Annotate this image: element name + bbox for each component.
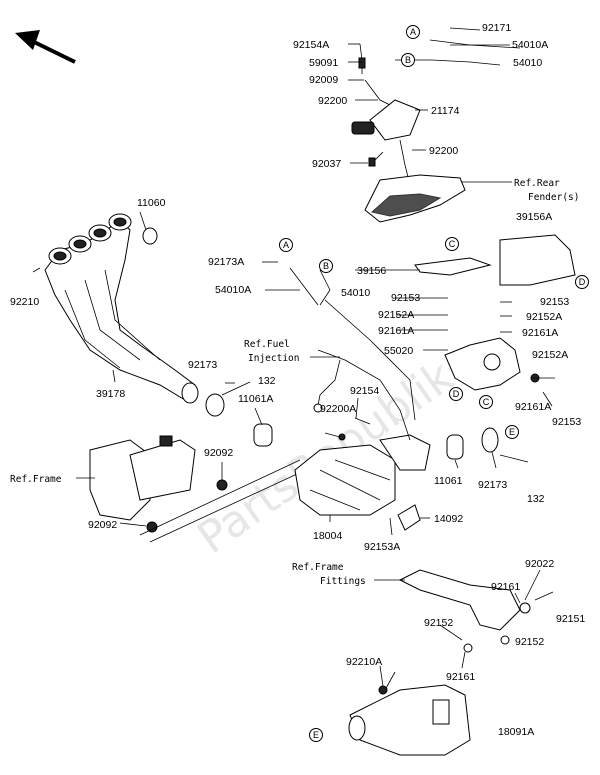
- svg-text:A: A: [283, 240, 289, 250]
- label-39178: 39178: [96, 388, 125, 400]
- label-54010-mid: 54010: [341, 287, 370, 299]
- label-92153A: 92153A: [364, 541, 400, 553]
- label-92161-b: 92161: [446, 671, 475, 683]
- svg-text:A: A: [410, 27, 416, 37]
- label-92161A-b: 92161A: [522, 327, 558, 339]
- svg-text:C: C: [449, 239, 456, 249]
- ref-frame-fittings-line2: Fittings: [320, 576, 366, 587]
- label-92151: 92151: [556, 613, 585, 625]
- label-92161A-a: 92161A: [378, 325, 414, 337]
- label-14092: 14092: [434, 513, 463, 525]
- svg-text:E: E: [509, 427, 515, 437]
- gasket-11061: [446, 434, 464, 460]
- clamp-92173-right: [481, 427, 529, 463]
- svg-text:B: B: [323, 261, 329, 271]
- callout-E-right: E: [505, 425, 519, 439]
- ref-fuel-line2: Injection: [248, 353, 299, 364]
- label-92200A: 92200A: [320, 403, 356, 415]
- label-92037: 92037: [312, 158, 341, 170]
- exhaust-header-pipes: [44, 213, 199, 404]
- callout-E-bottom: E: [309, 728, 323, 742]
- cover-14092: [397, 504, 421, 531]
- label-92200-top: 92200: [318, 95, 347, 107]
- label-92171: 92171: [482, 22, 511, 34]
- svg-text:B: B: [405, 55, 411, 65]
- label-92153-c: 92153: [552, 416, 581, 428]
- label-92152A-b: 92152A: [526, 311, 562, 323]
- label-39156: 39156: [357, 265, 386, 277]
- label-92154: 92154: [350, 385, 379, 397]
- label-11061: 11061: [434, 475, 463, 487]
- gasket-11061A: [253, 423, 273, 447]
- label-11061A: 11061A: [238, 393, 273, 405]
- heat-shield-39156: [414, 257, 492, 276]
- label-92152A-a: 92152A: [378, 309, 414, 321]
- label-92173-b: 92173: [478, 479, 507, 491]
- callout-C-mid: C: [445, 237, 459, 251]
- label-11060: 11060: [137, 197, 166, 209]
- label-92173-a: 92173: [188, 359, 217, 371]
- label-39156A: 39156A: [516, 211, 552, 223]
- callout-B-top: B: [401, 53, 415, 67]
- label-92161A-c: 92161A: [515, 401, 551, 413]
- label-132-a: 132: [258, 375, 276, 387]
- label-92092-b: 92092: [88, 519, 117, 531]
- label-92200-mid: 92200: [429, 145, 458, 157]
- callout-C-bracket: C: [479, 395, 493, 409]
- label-55020: 55020: [384, 345, 413, 357]
- label-18004: 18004: [313, 530, 342, 542]
- oxygen-sensor: [313, 359, 341, 413]
- label-132-b: 132: [527, 493, 545, 505]
- ref-rear-fender-line1: Ref.Rear: [514, 178, 560, 189]
- label-92173A: 92173A: [208, 256, 244, 268]
- label-18091A: 18091A: [498, 726, 534, 738]
- front-direction-arrow-icon: [15, 30, 76, 64]
- svg-text:C: C: [483, 397, 490, 407]
- ref-fuel-line1: Ref.Fuel: [244, 339, 290, 350]
- label-92153-a: 92153: [391, 292, 420, 304]
- label-92153-b: 92153: [540, 296, 569, 308]
- label-92154A: 92154A: [293, 39, 329, 51]
- heat-shield-39156A: [499, 234, 576, 286]
- callout-D-bracket: D: [449, 387, 463, 401]
- label-92210A: 92210A: [346, 656, 382, 668]
- label-54010A-mid: 54010A: [215, 284, 251, 296]
- bracket-55020: [444, 337, 540, 391]
- label-92009: 92009: [309, 74, 338, 86]
- ref-frame-fittings-line1: Ref.Frame: [292, 562, 344, 573]
- muffler-bracket: [398, 569, 531, 653]
- svg-text:E: E: [313, 730, 319, 740]
- ref-rear-fender-line2: Fender(s): [528, 192, 579, 203]
- label-92152A-c: 92152A: [532, 349, 568, 361]
- label-92152-a: 92152: [424, 617, 453, 629]
- callout-B-mid: B: [319, 259, 333, 273]
- pre-muffler-18004: [294, 299, 431, 516]
- callout-D-right: D: [575, 275, 589, 289]
- callout-A-top: A: [406, 25, 420, 39]
- label-59091: 59091: [309, 57, 338, 69]
- svg-text:D: D: [579, 277, 586, 287]
- label-92152-b: 92152: [515, 636, 544, 648]
- ref-frame: Ref.Frame: [10, 474, 62, 485]
- label-21174: 21174: [431, 105, 460, 117]
- label-92092-a: 92092: [204, 447, 233, 459]
- label-54010A-top: 54010A: [512, 39, 548, 51]
- callout-A-mid: A: [279, 238, 293, 252]
- frame-reference: [89, 435, 311, 543]
- label-54010-top: 54010: [513, 57, 542, 69]
- rear-fender-reference: [364, 174, 512, 223]
- label-92161-a: 92161: [491, 581, 520, 593]
- label-92210: 92210: [10, 296, 39, 308]
- label-92022: 92022: [525, 558, 554, 570]
- clamp-92173: [205, 381, 251, 417]
- svg-text:D: D: [453, 389, 460, 399]
- silencer-18091A: [348, 671, 471, 756]
